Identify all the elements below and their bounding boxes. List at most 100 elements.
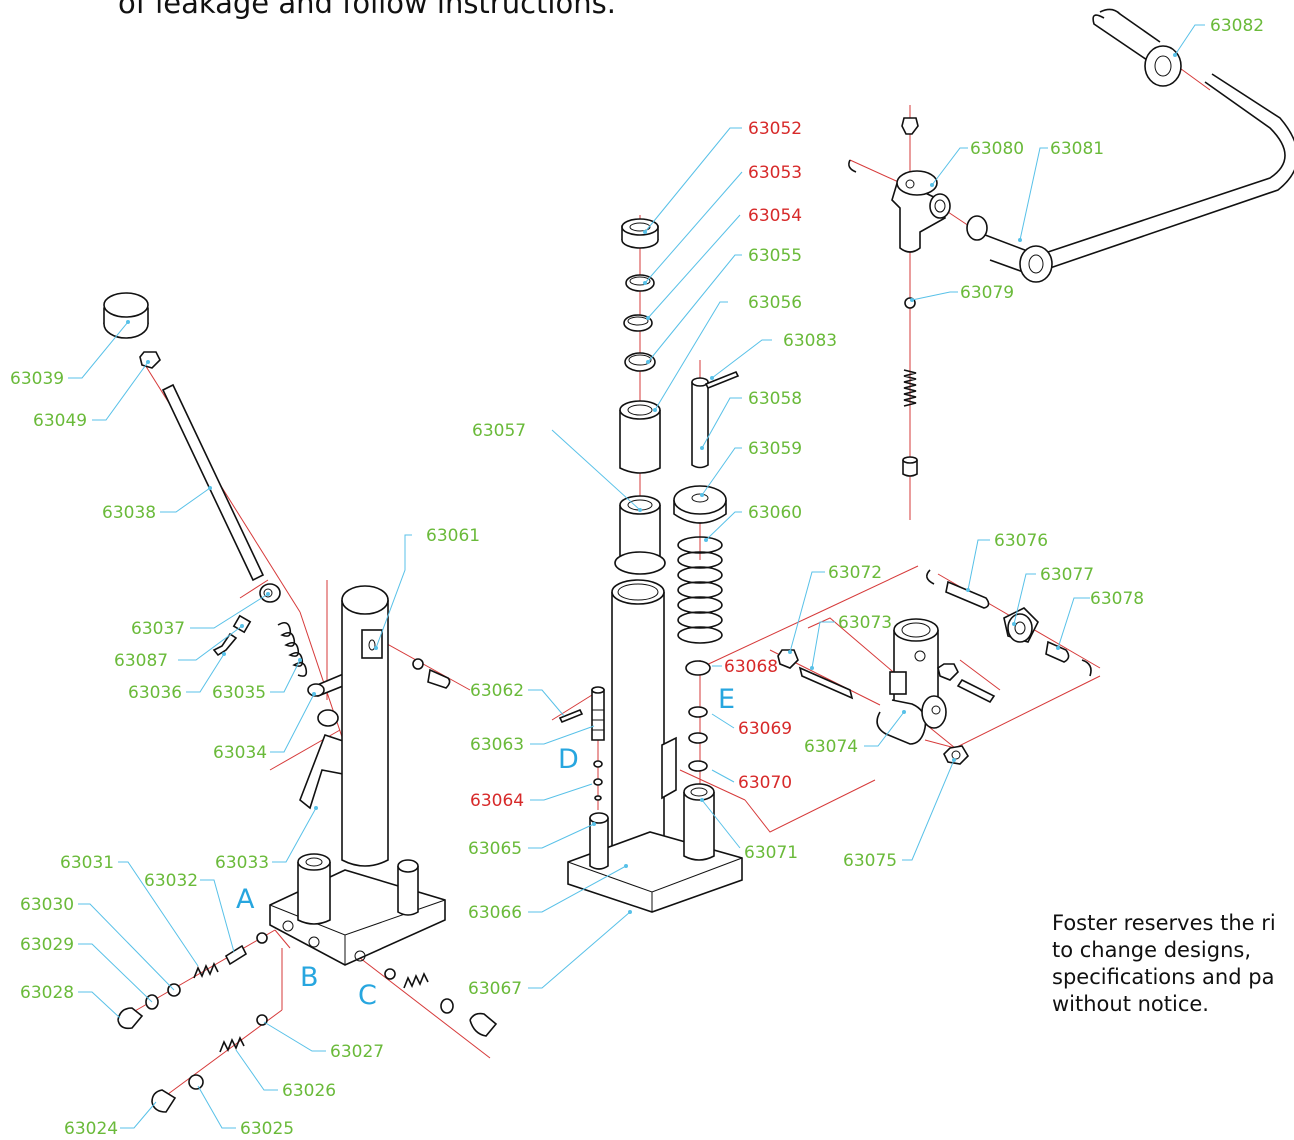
ring-63054	[624, 352, 656, 372]
pin-63062	[558, 708, 584, 724]
leader-dots	[126, 53, 1177, 914]
label-63030: 63030	[20, 895, 74, 915]
part-labels: 63082 63052 63053 63054 63055 63056 6308…	[10, 16, 1264, 1139]
screw-63028	[117, 1007, 144, 1030]
key	[889, 671, 907, 695]
label-63063: 63063	[470, 735, 524, 755]
letter-b: B	[300, 962, 319, 993]
label-63038: 63038	[102, 503, 156, 523]
label-63071: 63071	[744, 843, 798, 863]
label-63065: 63065	[468, 839, 522, 859]
label-63053: 63053	[748, 163, 802, 183]
label-63079: 63079	[960, 283, 1014, 303]
tube-63061	[341, 600, 389, 867]
bushing-63055	[619, 410, 661, 474]
label-63037: 63037	[131, 619, 185, 639]
grease-fitting	[901, 117, 919, 135]
plug-63024	[151, 1089, 177, 1113]
cylinder-tab	[661, 736, 677, 800]
label-63060: 63060	[748, 503, 802, 523]
label-63083: 63083	[783, 331, 837, 351]
label-63066: 63066	[468, 903, 522, 923]
label-63077: 63077	[1040, 565, 1094, 585]
label-63031: 63031	[60, 853, 114, 873]
label-63081: 63081	[1050, 139, 1104, 159]
label-63027: 63027	[330, 1042, 384, 1062]
ball-63064	[593, 778, 603, 786]
label-63087: 63087	[114, 651, 168, 671]
post-63071	[683, 792, 715, 861]
label-63054: 63054	[748, 206, 802, 226]
ring-63053	[625, 274, 655, 292]
left-assembly	[103, 292, 498, 1113]
post-63065	[589, 818, 609, 870]
valve-63063	[591, 689, 605, 741]
label-63080: 63080	[970, 139, 1024, 159]
letter-e: E	[718, 684, 735, 715]
label-63036: 63036	[128, 683, 182, 703]
label-63076: 63076	[994, 531, 1048, 551]
label-63032: 63032	[144, 871, 198, 891]
label-63057: 63057	[472, 421, 526, 441]
disclaimer-line-4: without notice.	[1052, 992, 1209, 1016]
right-assembly	[777, 8, 1294, 765]
label-63034: 63034	[213, 743, 267, 763]
label-63033: 63033	[215, 853, 269, 873]
label-63028: 63028	[20, 983, 74, 1003]
section-letters: A B C D E	[236, 684, 735, 1011]
handle-63082	[1092, 14, 1151, 63]
bolt-63073	[798, 666, 854, 700]
label-63052: 63052	[748, 119, 802, 139]
spring-63031	[193, 962, 219, 979]
label-63070: 63070	[738, 773, 792, 793]
leader-lines	[68, 24, 1205, 1129]
spring-63035	[277, 621, 308, 677]
pin-63076	[945, 580, 990, 609]
spring-63060	[677, 536, 723, 644]
rod-63038	[161, 383, 265, 582]
label-63067: 63067	[468, 979, 522, 999]
disclaimer-line-3: specifications and pa	[1052, 965, 1275, 989]
label-63074: 63074	[804, 737, 858, 757]
seal-63070	[688, 760, 708, 772]
letter-c: C	[358, 980, 377, 1011]
disclaimer-text: Foster reserves the ri to change designs…	[1052, 910, 1294, 1018]
label-63064: 63064	[470, 791, 524, 811]
label-63039: 63039	[10, 369, 64, 389]
pin-63032	[224, 944, 248, 966]
nut-63072	[777, 649, 799, 669]
label-63025: 63025	[240, 1119, 294, 1139]
spring-right	[903, 369, 917, 407]
label-63056: 63056	[748, 293, 802, 313]
label-63029: 63029	[20, 935, 74, 955]
label-63061: 63061	[426, 526, 480, 546]
seal-63068	[685, 660, 711, 676]
collar-63037	[259, 583, 281, 603]
label-63062: 63062	[470, 681, 524, 701]
cotter-63083	[704, 370, 740, 390]
washer-63025	[188, 1074, 204, 1090]
seal-63069	[688, 706, 708, 718]
screw-63036	[212, 632, 238, 657]
label-63055: 63055	[748, 246, 802, 266]
label-63082: 63082	[1210, 16, 1264, 36]
tube-slot	[361, 629, 383, 659]
label-63069: 63069	[738, 719, 792, 739]
letter-d: D	[558, 744, 579, 775]
label-63024: 63024	[64, 1119, 118, 1139]
spring-63026	[219, 1036, 245, 1053]
pin-63078	[1045, 640, 1070, 663]
plunger	[902, 460, 918, 477]
ball-63027	[256, 1014, 268, 1026]
disclaimer-line-1: Foster reserves the ri	[1052, 911, 1276, 935]
label-63078: 63078	[1090, 589, 1144, 609]
label-63058: 63058	[748, 389, 802, 409]
instruction-note: of leakage and follow instructions.	[118, 0, 616, 20]
label-63073: 63073	[838, 613, 892, 633]
center-assembly	[558, 218, 743, 913]
label-63075: 63075	[843, 851, 897, 871]
label-63049: 63049	[33, 411, 87, 431]
label-63072: 63072	[828, 563, 882, 583]
